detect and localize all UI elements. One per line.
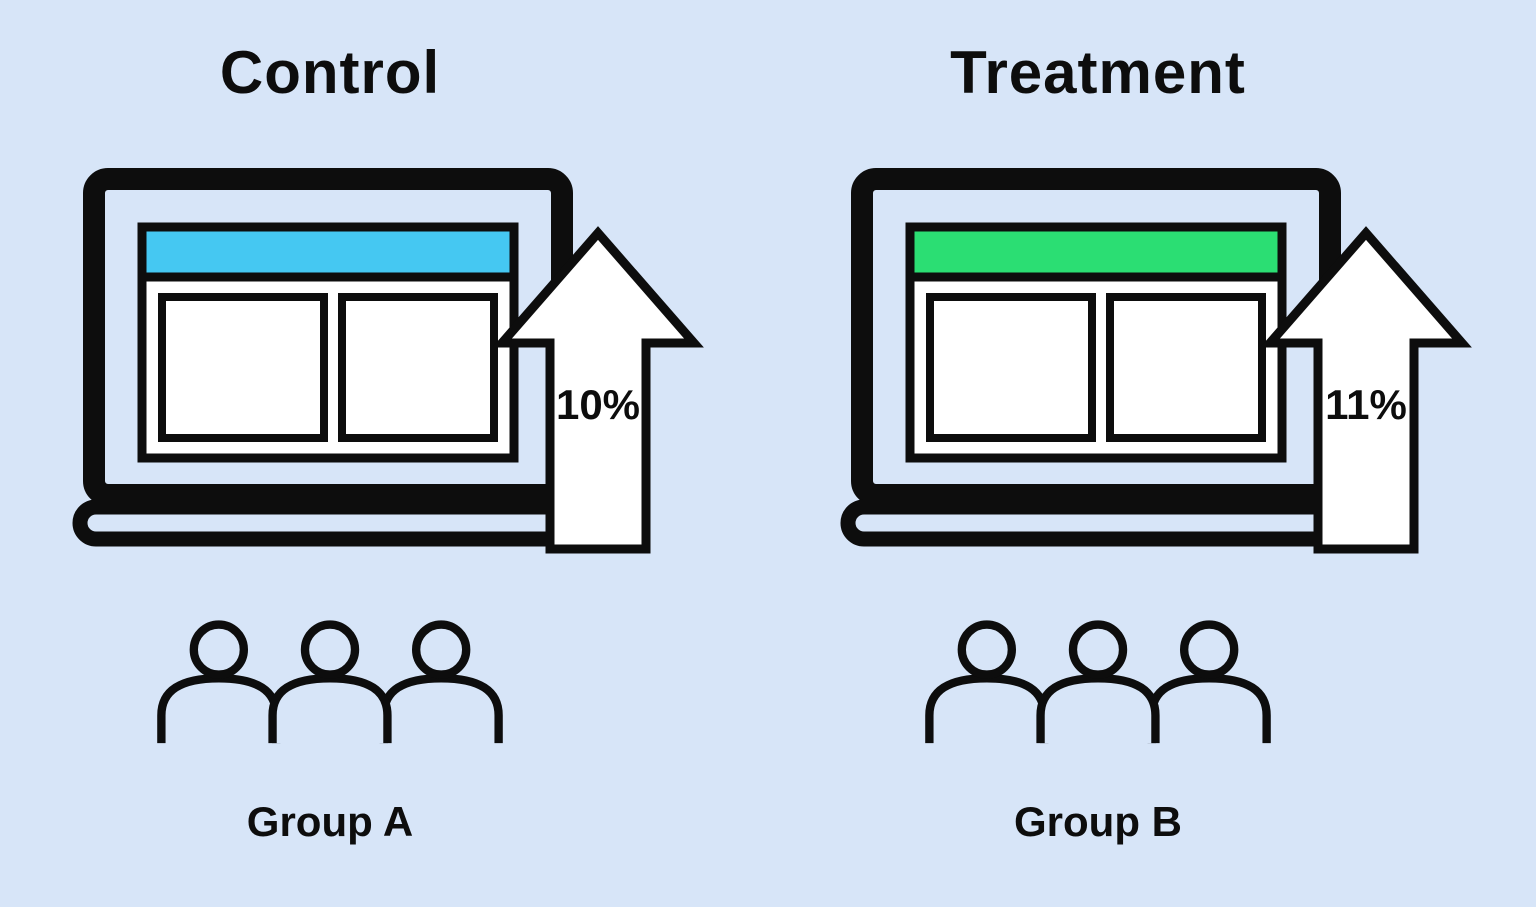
arrow-up-icon: 11% [1260,226,1472,554]
person-head-right [411,620,471,679]
person-head-middle [1068,620,1128,679]
control-illustration: 10% [0,165,768,567]
person-body-left [925,674,1049,744]
people-group-icon [925,620,1271,744]
group-label-b: Group B [1014,798,1182,845]
person-head-middle [300,620,360,679]
panel-treatment: Treatment 11% [768,0,1536,907]
content-box-right [1106,293,1266,442]
panel-control: Control 10% [0,39,768,845]
person-body-right [1147,674,1271,744]
person-body-middle [268,674,392,744]
person-body-right [379,674,503,744]
arrow-shape [1260,226,1472,554]
control-audience [70,619,590,750]
person-head-left [189,620,249,679]
treatment-audience [838,619,1358,750]
content-box-right [338,293,498,442]
browser-header-bar [137,222,519,282]
content-box-left [926,293,1096,442]
arrow-up-icon: 10% [492,226,704,554]
people-group-icon [157,620,503,744]
group-label-a: Group A [246,798,414,845]
content-box-left [158,293,328,442]
person-body-middle [1036,674,1160,744]
person-head-left [957,620,1017,679]
laptop-icon [840,168,1356,547]
browser-header-bar [905,222,1287,282]
person-body-left [157,674,281,744]
lift-percent-label: 10% [556,381,640,428]
treatment-illustration: 11% [768,165,1536,567]
panel-title-control: Control [219,39,441,106]
lift-percent-label: 11% [1325,381,1407,428]
laptop-icon [72,168,588,547]
arrow-shape [492,226,704,554]
person-head-right [1179,620,1239,679]
panel-title-treatment: Treatment [950,39,1246,106]
